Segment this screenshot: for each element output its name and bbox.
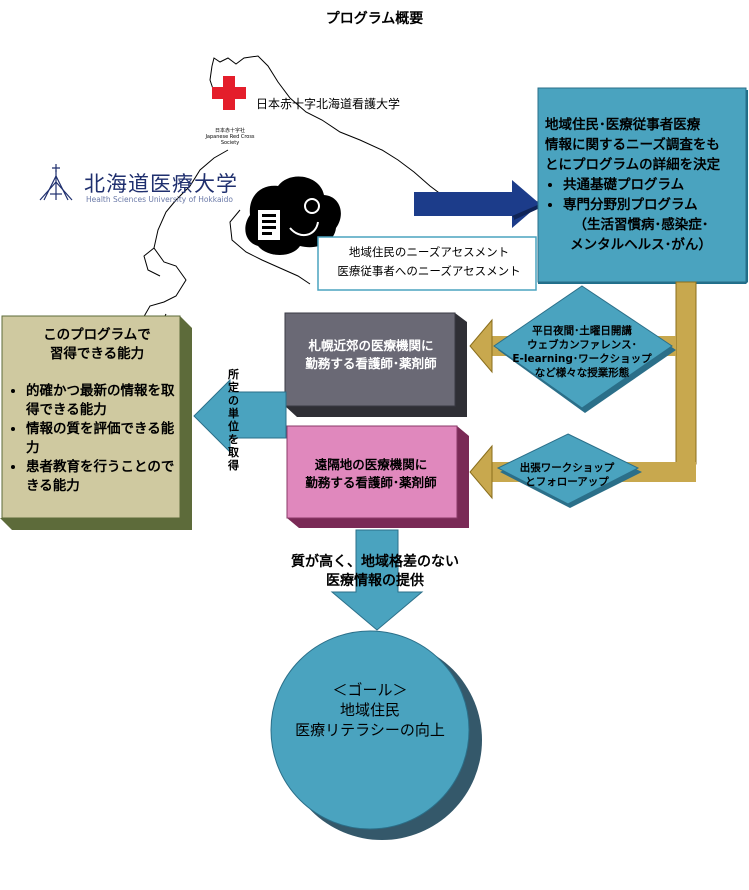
needs-line-residents: 地域住民のニーズアセスメント [348,245,510,259]
jrc-university-name: 日本赤十字北海道看護大学 [256,97,401,111]
specialized-fields-line-1: （生活習慣病･感染症･ [573,217,709,233]
stethoscope-clipboard-illustration [245,176,341,255]
goal-line-literacy: 医療リテラシーの向上 [295,721,445,739]
competencies-heading-1: このプログラムで [43,327,151,343]
page-title: プログラム概要 [325,11,424,27]
program-decision-text: 地域住民･医療従事者医療 情報に関するニーズ調査をも とにプログラムの詳細を決定… [545,115,745,255]
competencies-box [0,315,192,530]
program-common-basic: 共通基礎プログラム [563,175,745,195]
competency-item: 的確かつ最新の情報を取得できる能力 [26,382,186,420]
program-decision-box [537,87,748,284]
red-cross-logo [212,76,246,110]
credit-label: 所定の単位を取得 [228,368,239,472]
modes-line-1: 平日夜間･土曜日開講 [532,325,632,337]
competency-item: 患者教育を行うことのできる能力 [26,458,186,496]
outreach-line-2: とフォローアップ [525,476,609,488]
modes-line-2: ウェブカンファレンス･ [527,339,637,351]
goal-text: ＜ゴール＞ 地域住民 医療リテラシーの向上 [280,680,460,740]
remote-line-2: 勤務する看護師･薬剤師 [305,475,437,490]
decision-line-2: 情報に関するニーズ調査をも [545,137,720,153]
hsu-logo-mark [39,164,73,201]
quality-line-2: 医療情報の提供 [326,573,424,589]
goal-heading: ＜ゴール＞ [332,681,408,699]
program-list: 共通基礎プログラム 専門分野別プログラム [545,175,745,215]
competencies-list: 的確かつ最新の情報を取得できる能力 情報の質を評価できる能力 患者教育を行うこと… [8,382,186,496]
decision-line-1: 地域住民･医療従事者医療 [545,117,701,133]
sapporo-staff-box [284,312,467,417]
needs-line-staff: 医療従事者へのニーズアセスメント [337,264,521,278]
competency-item: 情報の質を評価できる能力 [26,420,186,458]
decision-line-3: とにプログラムの詳細を決定 [545,157,721,173]
down-arrow [330,529,424,631]
modes-line-3: E-learning･ワークショップ [512,353,652,365]
remote-staff-box [286,425,469,528]
hsu-university-name: 北海道医療大学 [84,172,238,196]
hsu-university-english: Health Sciences University of Hokkaido [86,195,234,204]
learning-modes-diamond [493,285,676,413]
needs-assessment-text: 地域住民のニーズアセスメント 医療従事者へのニーズアセスメント [325,243,533,281]
competencies-heading-2: 習得できる能力 [49,346,145,362]
program-specialized: 専門分野別プログラム [563,195,745,215]
navy-arrow [414,180,540,228]
remote-staff-text: 遠隔地の医療機関に 勤務する看護師･薬剤師 [289,456,453,492]
competencies-text: このプログラムで 習得できる能力 的確かつ最新の情報を取得できる能力 情報の質を… [8,326,186,496]
modes-line-4: など様々な授業形態 [534,367,630,379]
jrc-small-label-en: Japanese Red Cross Society [205,134,255,146]
outreach-text: 出張ワークショップ とフォローアップ [502,461,632,489]
goal-circle [270,630,482,840]
outreach-line-1: 出張ワークショップ [519,462,615,474]
jrc-small-label-ja: 日本赤十字社 [214,128,245,134]
specialized-fields-line-2: メンタルヘルス･がん） [570,237,712,253]
needs-assessment-box [317,236,537,291]
credit-arrow-left [193,378,287,454]
outreach-diamond [496,433,642,508]
sapporo-staff-text: 札幌近郊の医療機関に 勤務する看護師･薬剤師 [290,337,452,373]
jrc-small-label: 日本赤十字社 Japanese Red Cross Society [205,128,255,146]
sapporo-line-2: 勤務する看護師･薬剤師 [305,356,437,371]
learning-modes-text: 平日夜間･土曜日開講 ウェブカンファレンス･ E-learning･ワークショッ… [497,324,667,380]
quality-line-1: 質が高く、地域格差のない [291,554,459,570]
competencies-heading: このプログラムで 習得できる能力 [8,326,186,364]
quality-text: 質が高く、地域格差のない 医療情報の提供 [230,553,520,591]
sapporo-line-1: 札幌近郊の医療機関に [308,338,434,353]
goal-line-residents: 地域住民 [339,701,400,719]
remote-line-1: 遠隔地の医療機関に [314,457,428,472]
